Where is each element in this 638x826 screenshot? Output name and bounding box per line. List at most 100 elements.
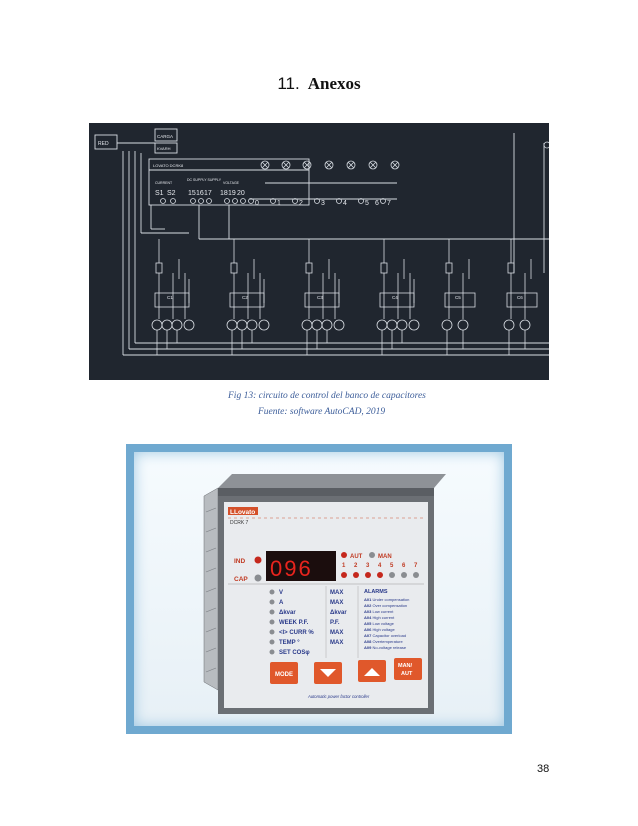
label-supply: DC SUPPLY SUPPLY (187, 178, 222, 182)
man-label: MAN (378, 554, 392, 560)
device-footer-text: Automatic power factor controller (307, 694, 370, 699)
ind-led (254, 556, 262, 564)
page-number: 38 (537, 763, 550, 775)
step-led-1 (341, 572, 347, 578)
alarm-code-6: A06 (364, 627, 372, 632)
capacitor-label-c2: C2 (242, 295, 248, 300)
man-led (369, 552, 375, 558)
step-led-5 (389, 572, 395, 578)
alarm-code-9: A09 (364, 645, 372, 650)
alarm-code-7: A07 (364, 633, 372, 638)
led-display (266, 551, 336, 581)
output-label-6: 6 (375, 200, 379, 207)
step-led-2 (353, 572, 359, 578)
step-led-3 (365, 572, 371, 578)
alarm-code-5: A05 (364, 621, 372, 626)
max-col-3: Δkvar (330, 610, 347, 616)
alarm-text-5: Low voltage (372, 621, 394, 626)
alarm-text-9: No-voltage release (372, 645, 406, 650)
section-heading: 11. Anexos (0, 74, 638, 94)
alarm-code-8: A08 (364, 639, 372, 644)
alarm-text-8: Overtemperature (372, 639, 403, 644)
label-19: 19 (228, 190, 236, 197)
autocad-circuit-diagram: RED CARGA KVARH LOVATO DCRK8 CURRENT DC … (89, 123, 549, 380)
down-button[interactable] (314, 662, 342, 684)
step-label-2: 2 (354, 563, 358, 569)
up-button[interactable] (358, 660, 386, 682)
svg-text:A03 Low current: A03 Low current (364, 609, 394, 614)
max-col-5: MAX (330, 630, 343, 636)
figure-source: Fuente: software AutoCAD, 2019 (258, 407, 386, 417)
output-label-2: 2 (299, 200, 303, 207)
step-led-4 (377, 572, 383, 578)
step-label-1: 1 (342, 563, 346, 569)
model-label: DCRK 7 (230, 520, 249, 526)
max-col-1: MAX (330, 590, 343, 596)
figure-caption: Fig 13: circuito de control del banco de… (228, 391, 426, 401)
param-temp: TEMP ° (279, 640, 300, 646)
alarm-text-7: Capacitor overload (372, 633, 406, 638)
arrow-up-icon (364, 668, 380, 676)
alarm-text-1: Under compensation (372, 597, 409, 602)
aut-led (341, 552, 347, 558)
svg-text:A09 No-voltage release: A09 No-voltage release (364, 645, 407, 650)
output-label-3: 3 (321, 200, 325, 207)
display-value: 096 (270, 556, 313, 581)
label-16: 16 (196, 190, 204, 197)
label-17: 17 (204, 190, 212, 197)
svg-text:A07 Capacitor overload: A07 Capacitor overload (364, 633, 406, 638)
label-kvarh: KVARH (157, 146, 171, 151)
cap-led (254, 574, 262, 582)
step-label-4: 4 (378, 563, 382, 569)
label-carga: CARGA (157, 134, 173, 139)
step-led-7 (413, 572, 419, 578)
svg-text:A05 Low voltage: A05 Low voltage (364, 621, 395, 626)
label-15: 15 (188, 190, 196, 197)
alarms-title: ALARMS (364, 589, 388, 595)
step-led-6 (401, 572, 407, 578)
max-col-4: P.F. (330, 620, 340, 626)
mode-button[interactable]: MODE (270, 662, 298, 684)
param-setcos: SET COSφ (279, 650, 310, 656)
section-title: Anexos (307, 74, 361, 93)
param-curr: <I> CURR % (279, 630, 314, 636)
svg-text:A06 High voltage: A06 High voltage (364, 627, 395, 632)
alarm-text-3: Low current (372, 609, 394, 614)
svg-text:A04 High current: A04 High current (364, 615, 395, 620)
svg-text:A01 Under compensation: A01 Under compensation (364, 597, 409, 602)
svg-text:A02 Over compensation: A02 Over compensation (364, 603, 407, 608)
label-current: CURRENT (155, 181, 173, 185)
label-voltage: VOLTAGE (223, 181, 240, 185)
capacitor-label-c1: C1 (167, 295, 173, 300)
brand-logo: LLovato (230, 509, 255, 516)
param-a: A (279, 600, 284, 606)
alarm-text-4: High current (372, 615, 395, 620)
output-label-0: 0 (255, 200, 259, 207)
arrow-down-icon (320, 669, 336, 677)
capacitor-label-c5: C5 (455, 295, 461, 300)
label-18: 18 (220, 190, 228, 197)
man-aut-label-top: MAN/ (398, 663, 413, 669)
max-col-6: MAX (330, 640, 343, 646)
mode-button-label: MODE (275, 672, 293, 678)
output-label-5: 5 (365, 200, 369, 207)
section-number: 11. (277, 74, 300, 93)
param-dkvar: Δkvar (279, 610, 296, 616)
svg-text:A08 Overtemperature: A08 Overtemperature (364, 639, 403, 644)
alarm-code-3: A03 (364, 609, 372, 614)
alarm-code-1: A01 (364, 597, 372, 602)
ind-label: IND (234, 558, 246, 565)
aut-label: AUT (350, 554, 363, 560)
controller-photo: LLovato DCRK 7 IND CAP 096 AUT MAN 1 2 3… (134, 452, 504, 726)
controller-photo-frame: LLovato DCRK 7 IND CAP 096 AUT MAN 1 2 3… (126, 444, 512, 734)
max-col-2: MAX (330, 600, 343, 606)
controller-illustration: LLovato DCRK 7 IND CAP 096 AUT MAN 1 2 3… (203, 474, 446, 714)
param-v: V (279, 590, 283, 596)
step-label-5: 5 (390, 563, 394, 569)
circuit-drawing: RED CARGA KVARH LOVATO DCRK8 CURRENT DC … (94, 128, 549, 356)
alarm-code-4: A04 (364, 615, 372, 620)
step-label-7: 7 (414, 563, 418, 569)
capacitor-label-c3: C3 (317, 295, 323, 300)
man-aut-button[interactable]: MAN/ AUT (394, 658, 422, 680)
output-label-7: 7 (387, 200, 391, 207)
